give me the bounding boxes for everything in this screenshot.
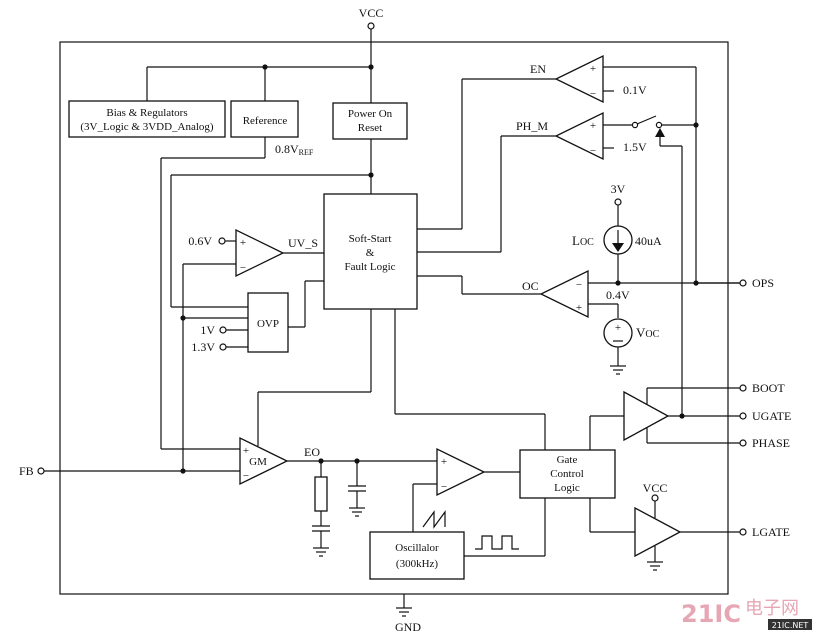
en-label: EN <box>530 62 546 76</box>
phase-pin: PHASE <box>739 436 790 450</box>
ovp-13v-label: 1.3V <box>191 340 215 354</box>
softstart-label-1: Soft-Start <box>349 233 392 245</box>
por-label-1: Power On <box>348 108 393 120</box>
osc-label-1: Oscillalor <box>395 542 439 554</box>
uv-s-label: UV_S <box>288 236 318 250</box>
gm-plus: + <box>243 445 249 457</box>
en-comparator: + − <box>554 54 604 104</box>
voc-label: VOC <box>636 325 660 340</box>
oc-plus: + <box>576 302 582 314</box>
uv-comparator: + − <box>235 228 285 278</box>
pwm-plus: + <box>441 456 447 468</box>
switch-control-arrow <box>655 128 665 137</box>
watermark-brand: 21IC <box>681 600 741 628</box>
vcc-pin: VCC <box>359 6 384 30</box>
ugate-pin: UGATE <box>739 409 791 423</box>
power-on-reset-block: Power On Reset <box>332 102 408 140</box>
gm-minus: − <box>243 470 249 482</box>
en-minus: − <box>590 88 596 100</box>
eo-label: EO <box>304 445 320 459</box>
oc-comparator: − + <box>539 269 589 319</box>
bias-label-1: Bias & Regulators <box>106 107 187 119</box>
phase-label: PHASE <box>752 436 790 450</box>
vcc-label: VCC <box>359 6 384 20</box>
reference-block: Reference <box>230 100 299 138</box>
switch-blade <box>636 115 657 125</box>
ugate-driver <box>623 390 670 442</box>
switch-contact-right <box>655 121 663 129</box>
gm-label: GM <box>249 456 267 468</box>
ops-label: OPS <box>752 276 774 290</box>
fb-pin: FB <box>19 464 45 478</box>
boot-pin: BOOT <box>739 381 785 395</box>
oc-ref-label: 0.4V <box>606 288 630 302</box>
ovp-1v-label: 1V <box>200 323 215 337</box>
lgate-driver <box>634 506 682 558</box>
phm-minus: − <box>590 145 596 157</box>
lgate-label: LGATE <box>752 525 790 539</box>
reference-label: Reference <box>243 115 288 127</box>
current-source-loc <box>603 225 633 255</box>
oc-label: OC <box>522 279 539 293</box>
softstart-fault-logic-block: Soft-Start & Fault Logic <box>323 193 418 310</box>
ic-outline <box>59 41 729 595</box>
gate-label-2: Control <box>550 468 584 480</box>
fb-label: FB <box>19 464 34 478</box>
uv-minus: − <box>240 262 246 274</box>
pwm-comparator: + − <box>436 447 486 497</box>
softstart-label-3: Fault Logic <box>344 261 395 273</box>
comp-resistor <box>314 476 328 512</box>
uv-ref-label: 0.6V <box>188 234 212 248</box>
boot-label: BOOT <box>752 381 785 395</box>
watermark-url: 21IC.NET <box>772 621 809 630</box>
gate-label-1: Gate <box>557 454 578 466</box>
voc-plus: + <box>615 322 621 334</box>
src-3v-label: 3V <box>611 182 626 196</box>
voltage-source-voc: + <box>603 318 633 348</box>
en-ref-label: 0.1V <box>623 83 647 97</box>
bias-regulators-block: Bias & Regulators (3V_Logic & 3VDD_Analo… <box>68 100 226 138</box>
ovp-label: OVP <box>257 318 279 330</box>
lgate-vcc-label: VCC <box>643 481 668 495</box>
bias-label-2: (3V_Logic & 3VDD_Analog) <box>80 121 214 133</box>
ovp-block: OVP <box>247 292 289 353</box>
vref-label: 0.8VREF <box>275 142 314 157</box>
ugate-label: UGATE <box>752 409 791 423</box>
ops-pin: OPS <box>739 276 774 290</box>
sawtooth-waveform <box>422 510 446 529</box>
gnd-label: GND <box>395 620 421 634</box>
gate-control-logic-block: Gate Control Logic <box>519 449 616 499</box>
loc-label: LOC <box>572 233 594 248</box>
uv-plus: + <box>240 237 246 249</box>
lgate-pin: LGATE <box>739 525 790 539</box>
oc-minus: − <box>576 279 582 291</box>
phm-label: PH_M <box>516 119 548 133</box>
watermark-cn: 电子网 <box>745 598 799 619</box>
watermark-logo: 21IC 电子网 21IC.NET <box>681 598 812 630</box>
switch-contact-left <box>631 121 639 129</box>
phm-comparator: + − <box>554 111 604 161</box>
oscillator-block: Oscillalor (300kHz) <box>369 531 465 580</box>
loc-value-label: 40uA <box>635 234 662 248</box>
phm-ref-label: 1.5V <box>623 140 647 154</box>
pwm-minus: − <box>441 481 447 493</box>
softstart-label-2: & <box>366 247 375 259</box>
en-plus: + <box>590 63 596 75</box>
phm-plus: + <box>590 120 596 132</box>
gate-label-3: Logic <box>554 482 580 494</box>
square-waveform <box>475 535 519 550</box>
osc-label-2: (300kHz) <box>396 558 438 570</box>
por-label-2: Reset <box>358 122 382 134</box>
gm-amplifier: + − GM <box>239 436 289 486</box>
